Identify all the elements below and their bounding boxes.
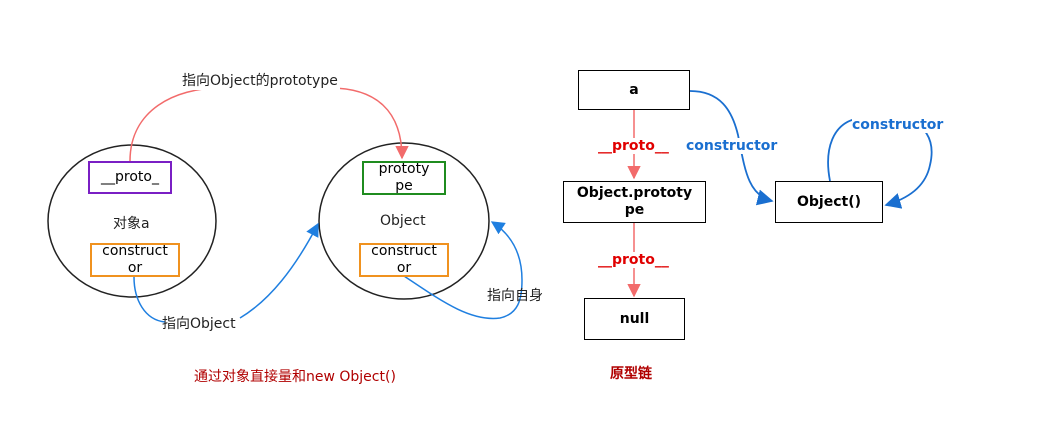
node-null: null <box>584 298 685 340</box>
object-label: Object <box>380 213 426 229</box>
constructor-to-object-arrow <box>133 224 318 323</box>
points-to-object-label: 指向Object <box>162 316 236 332</box>
a-constructor-arrow <box>689 90 774 206</box>
left-caption: 通过对象直接量和new Object() <box>194 369 396 385</box>
proto-label-1: __proto__ <box>598 138 669 154</box>
points-to-self-label: 指向自身 <box>487 288 543 304</box>
proto-label-2: __proto__ <box>598 252 669 268</box>
proto-box: __proto_ <box>88 161 172 194</box>
object-a-label: 对象a <box>113 216 150 232</box>
constructor-label-1: constructor <box>686 138 778 154</box>
object-constructor-box: construct or <box>359 243 449 277</box>
object-a-constructor-box: construct or <box>90 243 180 277</box>
node-a: a <box>578 70 690 110</box>
top-arrow-label: 指向Object的prototype <box>180 70 340 90</box>
node-object-function: Object() <box>775 181 883 223</box>
proto-to-prototype-arrow <box>129 87 409 162</box>
prototype-box: prototy pe <box>362 161 446 195</box>
constructor-to-self-arrow <box>403 221 523 320</box>
right-caption: 原型链 <box>610 366 652 382</box>
node-object-prototype: Object.prototy pe <box>563 181 706 223</box>
constructor-label-2: constructor <box>852 117 944 133</box>
